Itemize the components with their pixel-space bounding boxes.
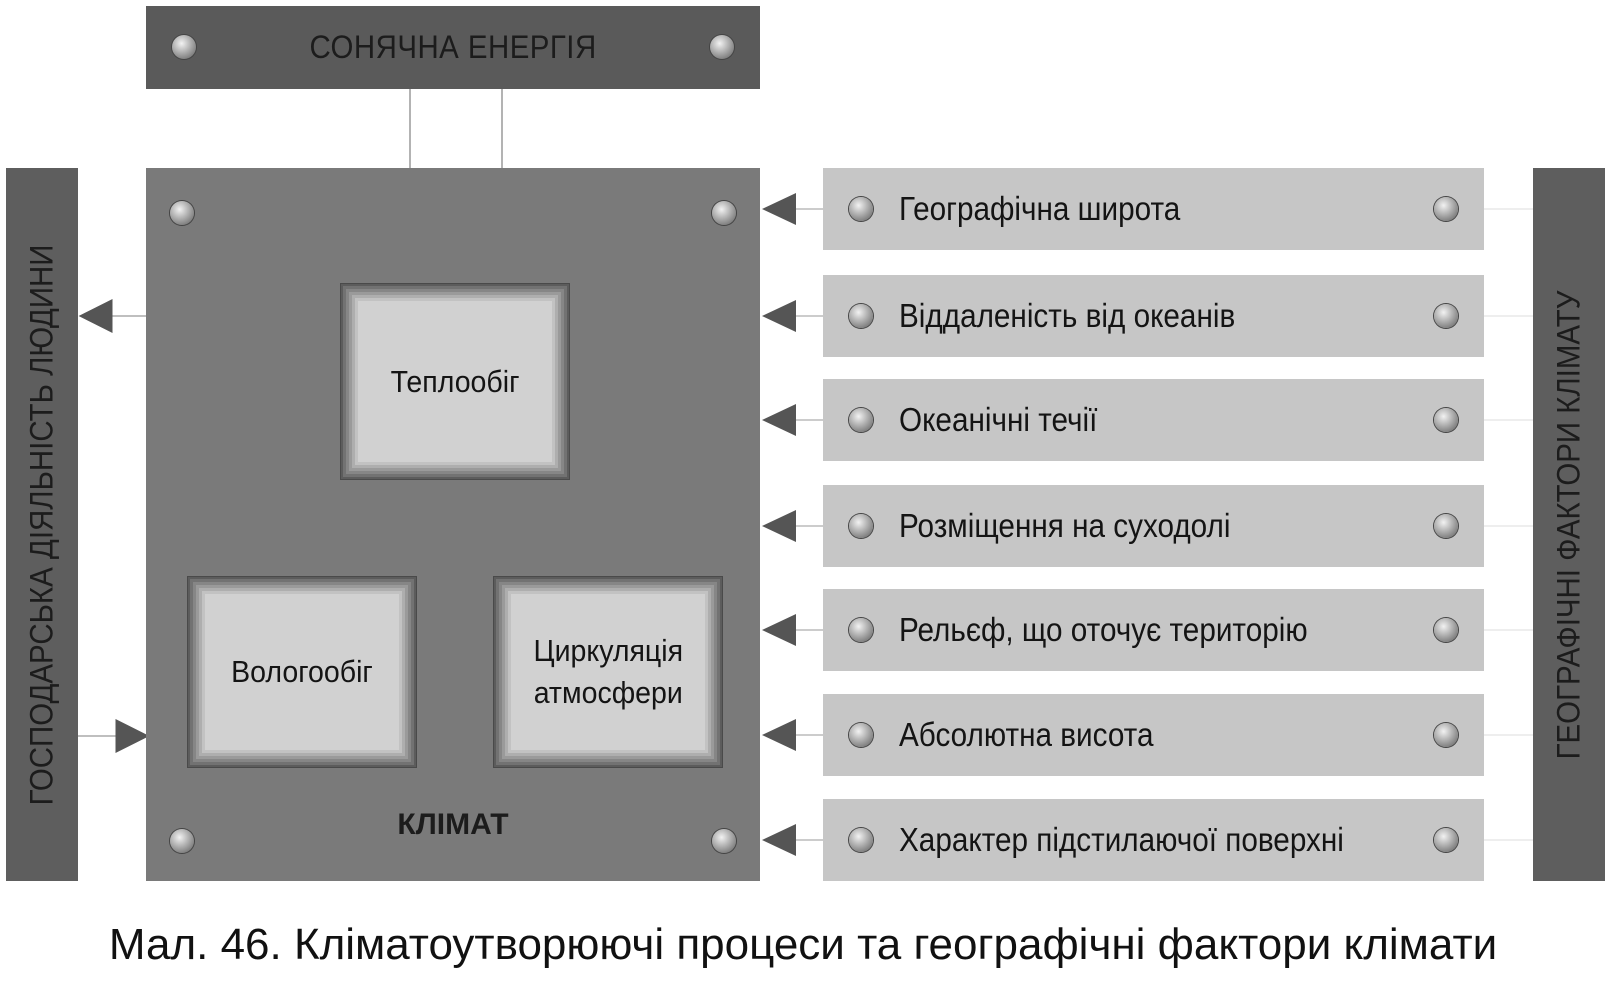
heat-exchange-box: Теплообіг [340, 283, 570, 480]
human-activity-label: ГОСПОДАРСЬКА ДІЯЛЬНІСТЬ ЛЮДИНИ [23, 244, 60, 805]
bolt-icon [712, 829, 736, 853]
factor-item: Географічна широта [823, 168, 1484, 250]
bolt-icon [849, 514, 873, 538]
bolt-icon [849, 304, 873, 328]
bolt-icon [1434, 197, 1458, 221]
solar-energy-label: СОНЯЧНА ЕНЕРГІЯ [309, 29, 597, 65]
factor-label: Характер підстилаючої поверхні [899, 821, 1344, 858]
bolt-icon [1434, 618, 1458, 642]
moisture-exchange-box: Вологообіг [187, 576, 417, 768]
factor-item: Океанічні течії [823, 379, 1484, 461]
climate-label: КЛІМАТ [397, 808, 509, 841]
figure-caption: Мал. 46. Кліматоутворюючі процеси та гео… [108, 920, 1498, 969]
bolt-icon [712, 201, 736, 225]
factor-arrow [762, 614, 796, 646]
factor-label: Океанічні течії [899, 401, 1098, 438]
bolt-icon [849, 828, 873, 852]
factor-item: Абсолютна висота [823, 694, 1484, 776]
factor-arrows [762, 193, 823, 856]
bolt-icon [170, 201, 194, 225]
right-connectors [1484, 208, 1533, 841]
factor-arrow [762, 404, 796, 436]
bolt-icon [849, 408, 873, 432]
heat-exchange-label: Теплообіг [390, 363, 520, 399]
atmosphere-circulation-label: Циркуляція атмосфери [533, 630, 683, 714]
factor-label: Розміщення на суходолі [899, 507, 1231, 544]
bolt-icon [1434, 828, 1458, 852]
geo-factors-label: ГЕОГРАФІЧНІ ФАКТОРИ КЛІМАТУ [1550, 290, 1587, 759]
atmosphere-circulation-box: Циркуляція атмосфери [493, 576, 723, 768]
factor-item: Характер підстилаючої поверхні [823, 799, 1484, 881]
factor-label: Віддаленість від океанів [899, 297, 1236, 334]
circulation-line-1: Циркуляція [533, 633, 683, 668]
factor-arrow [762, 193, 796, 225]
bolt-icon [1434, 304, 1458, 328]
factor-item: Рельєф, що оточує територію [823, 589, 1484, 671]
factor-label: Географічна широта [899, 190, 1181, 227]
factor-item: Віддаленість від океанів [823, 275, 1484, 357]
solar-energy-bar: СОНЯЧНА ЕНЕРГІЯ [146, 6, 760, 89]
bolt-icon [849, 723, 873, 747]
human-activity-bar: ГОСПОДАРСЬКА ДІЯЛЬНІСТЬ ЛЮДИНИ [6, 168, 78, 881]
bolt-icon [1434, 408, 1458, 432]
factor-label: Рельєф, що оточує територію [899, 611, 1308, 648]
factor-arrow [762, 824, 796, 856]
factor-item: Розміщення на суходолі [823, 485, 1484, 567]
bolt-icon [849, 618, 873, 642]
factor-arrow [762, 510, 796, 542]
bolt-icon [170, 829, 194, 853]
bolt-icon [849, 197, 873, 221]
geo-factors-bar: ГЕОГРАФІЧНІ ФАКТОРИ КЛІМАТУ [1533, 168, 1605, 881]
climate-panel [146, 168, 760, 881]
factor-label: Абсолютна висота [899, 716, 1154, 753]
factor-arrow [762, 300, 796, 332]
factor-arrow [762, 719, 796, 751]
bolt-icon [710, 35, 734, 59]
bolt-icon [1434, 723, 1458, 747]
circulation-line-2: атмосфери [533, 675, 683, 710]
moisture-exchange-label: Вологообіг [231, 654, 373, 689]
bolt-icon [172, 35, 196, 59]
bolt-icon [1434, 514, 1458, 538]
